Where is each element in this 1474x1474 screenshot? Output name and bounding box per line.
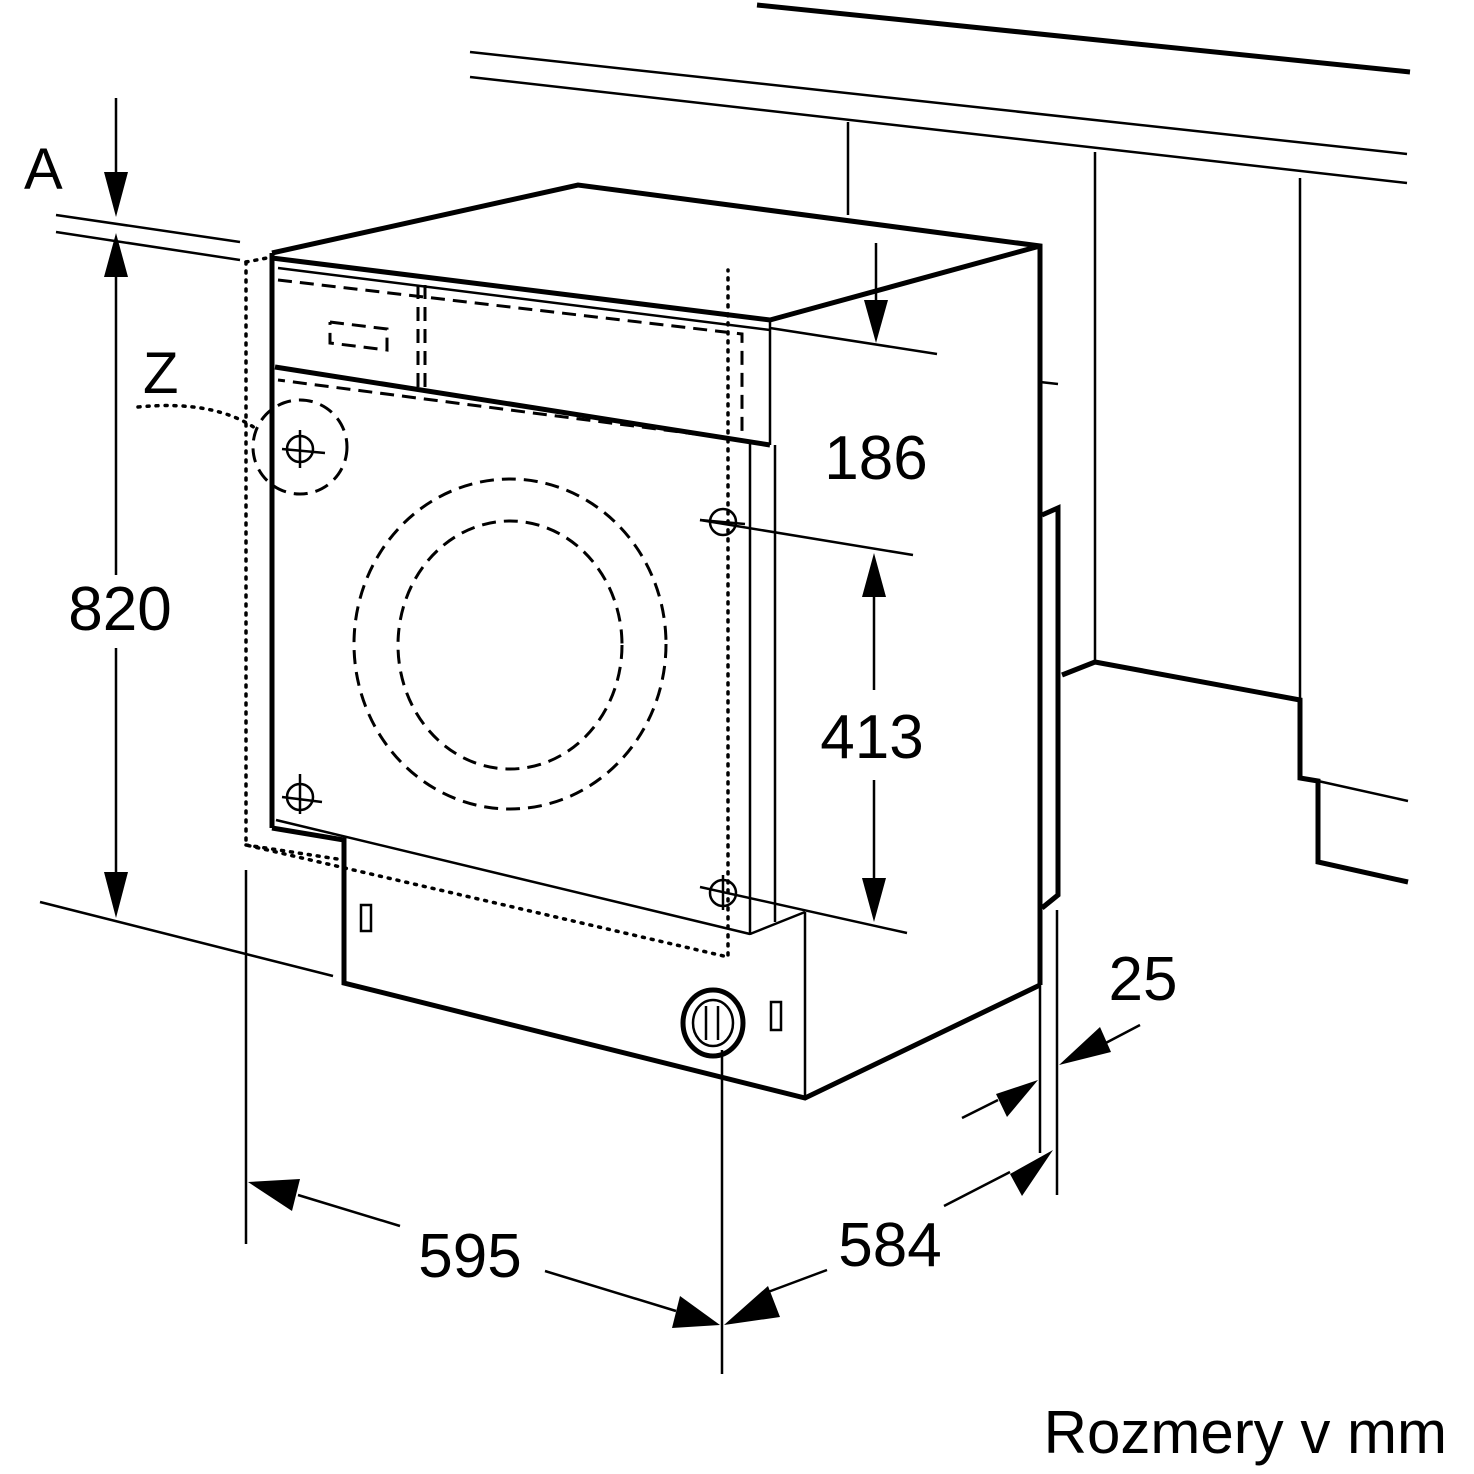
- furniture-door-outline: [244, 255, 730, 960]
- cabinet-niche: [469, 2, 1411, 885]
- label-584: 584: [838, 1211, 941, 1280]
- hinge-marks: [136, 398, 746, 910]
- dimension-584: [724, 1150, 1053, 1325]
- dimension-25: [961, 910, 1141, 1195]
- dimension-186: [769, 243, 938, 356]
- label-413: 413: [820, 703, 923, 772]
- label-a: A: [24, 137, 63, 202]
- dimension-height: [39, 98, 334, 978]
- hinge-top-left: [251, 398, 349, 496]
- hidden-details: [277, 278, 744, 811]
- label-height: 820: [68, 575, 171, 644]
- door-rail: [1038, 504, 1061, 1015]
- washer-body: [269, 182, 1059, 1101]
- dimension-595: [244, 870, 724, 1374]
- label-595: 595: [418, 1222, 521, 1291]
- label-z: Z: [143, 341, 178, 406]
- label-25: 25: [1109, 945, 1178, 1014]
- hinge-bottom-left: [281, 774, 323, 814]
- caption-units: Rozmery v mm: [1044, 1399, 1447, 1466]
- label-186: 186: [824, 424, 927, 493]
- dimension-413: [699, 518, 914, 935]
